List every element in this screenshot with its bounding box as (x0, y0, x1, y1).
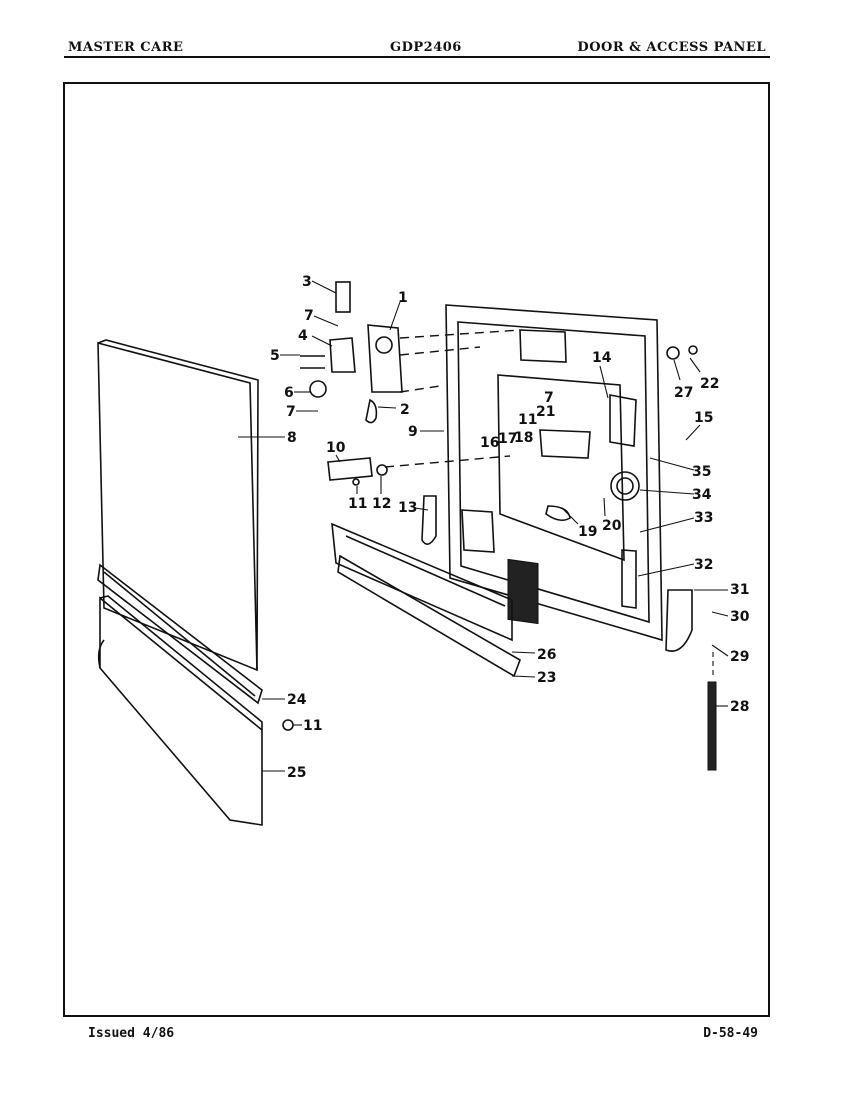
lower-rail (331, 522, 536, 678)
header-section: DOOR & ACCESS PANEL (577, 40, 766, 55)
callout: 29 (730, 649, 749, 665)
callout: 7 (286, 404, 296, 420)
callout: 21 (536, 404, 555, 420)
trim-strip (97, 563, 285, 705)
callout: 10 (326, 440, 346, 456)
callout: 30 (730, 609, 750, 625)
alignment-lines (384, 329, 521, 468)
lower-access-panel (97, 595, 285, 826)
callout: 14 (592, 350, 612, 366)
callout: 15 (694, 410, 713, 426)
callout: 7 (304, 308, 314, 324)
door-components (414, 345, 729, 771)
callout: 31 (730, 582, 749, 598)
callout: 35 (692, 464, 711, 480)
latch-parts (327, 454, 388, 494)
callout: 7 (544, 390, 554, 406)
header-rule (64, 56, 770, 58)
callout: 12 (372, 496, 391, 512)
callout: 11 (518, 412, 537, 428)
callout: 25 (287, 765, 306, 781)
callout: 2 (400, 402, 410, 418)
inner-door-liner (420, 304, 663, 642)
callout: 34 (692, 487, 712, 503)
callout: 13 (398, 500, 417, 516)
callout: 32 (694, 557, 713, 573)
callout: 18 (514, 430, 533, 446)
callout: 1 (398, 290, 408, 306)
callout: 27 (674, 385, 693, 401)
callout: 17 (498, 431, 517, 447)
screw-11-lower (282, 719, 302, 731)
callout: 23 (537, 670, 556, 686)
callout-labels: 1 2 3 4 5 6 7 7 7 8 9 10 11 11 11 12 13 … (270, 274, 750, 781)
footer-issued: Issued 4/86 (88, 1026, 175, 1041)
callout: 20 (602, 518, 622, 534)
callout: 22 (700, 376, 719, 392)
callout: 6 (284, 385, 294, 401)
hinge-assembly (280, 280, 403, 424)
callout: 4 (298, 328, 308, 344)
outer-door-panel (97, 339, 285, 672)
callout: 24 (287, 692, 307, 708)
callout: 28 (730, 699, 749, 715)
callout: 11 (303, 718, 322, 734)
callout: 16 (480, 435, 499, 451)
header-brand: MASTER CARE (68, 40, 184, 55)
callout: 33 (694, 510, 713, 526)
callout: 11 (348, 496, 367, 512)
header-model: GDP2406 (390, 40, 462, 55)
callout: 8 (287, 430, 297, 446)
callout: 19 (578, 524, 597, 540)
callout: 9 (408, 424, 418, 440)
callout: 26 (537, 647, 556, 663)
callout: 5 (270, 348, 280, 364)
footer-code: D-58-49 (703, 1026, 758, 1041)
callout: 3 (302, 274, 312, 290)
diagram-frame (63, 82, 770, 1017)
